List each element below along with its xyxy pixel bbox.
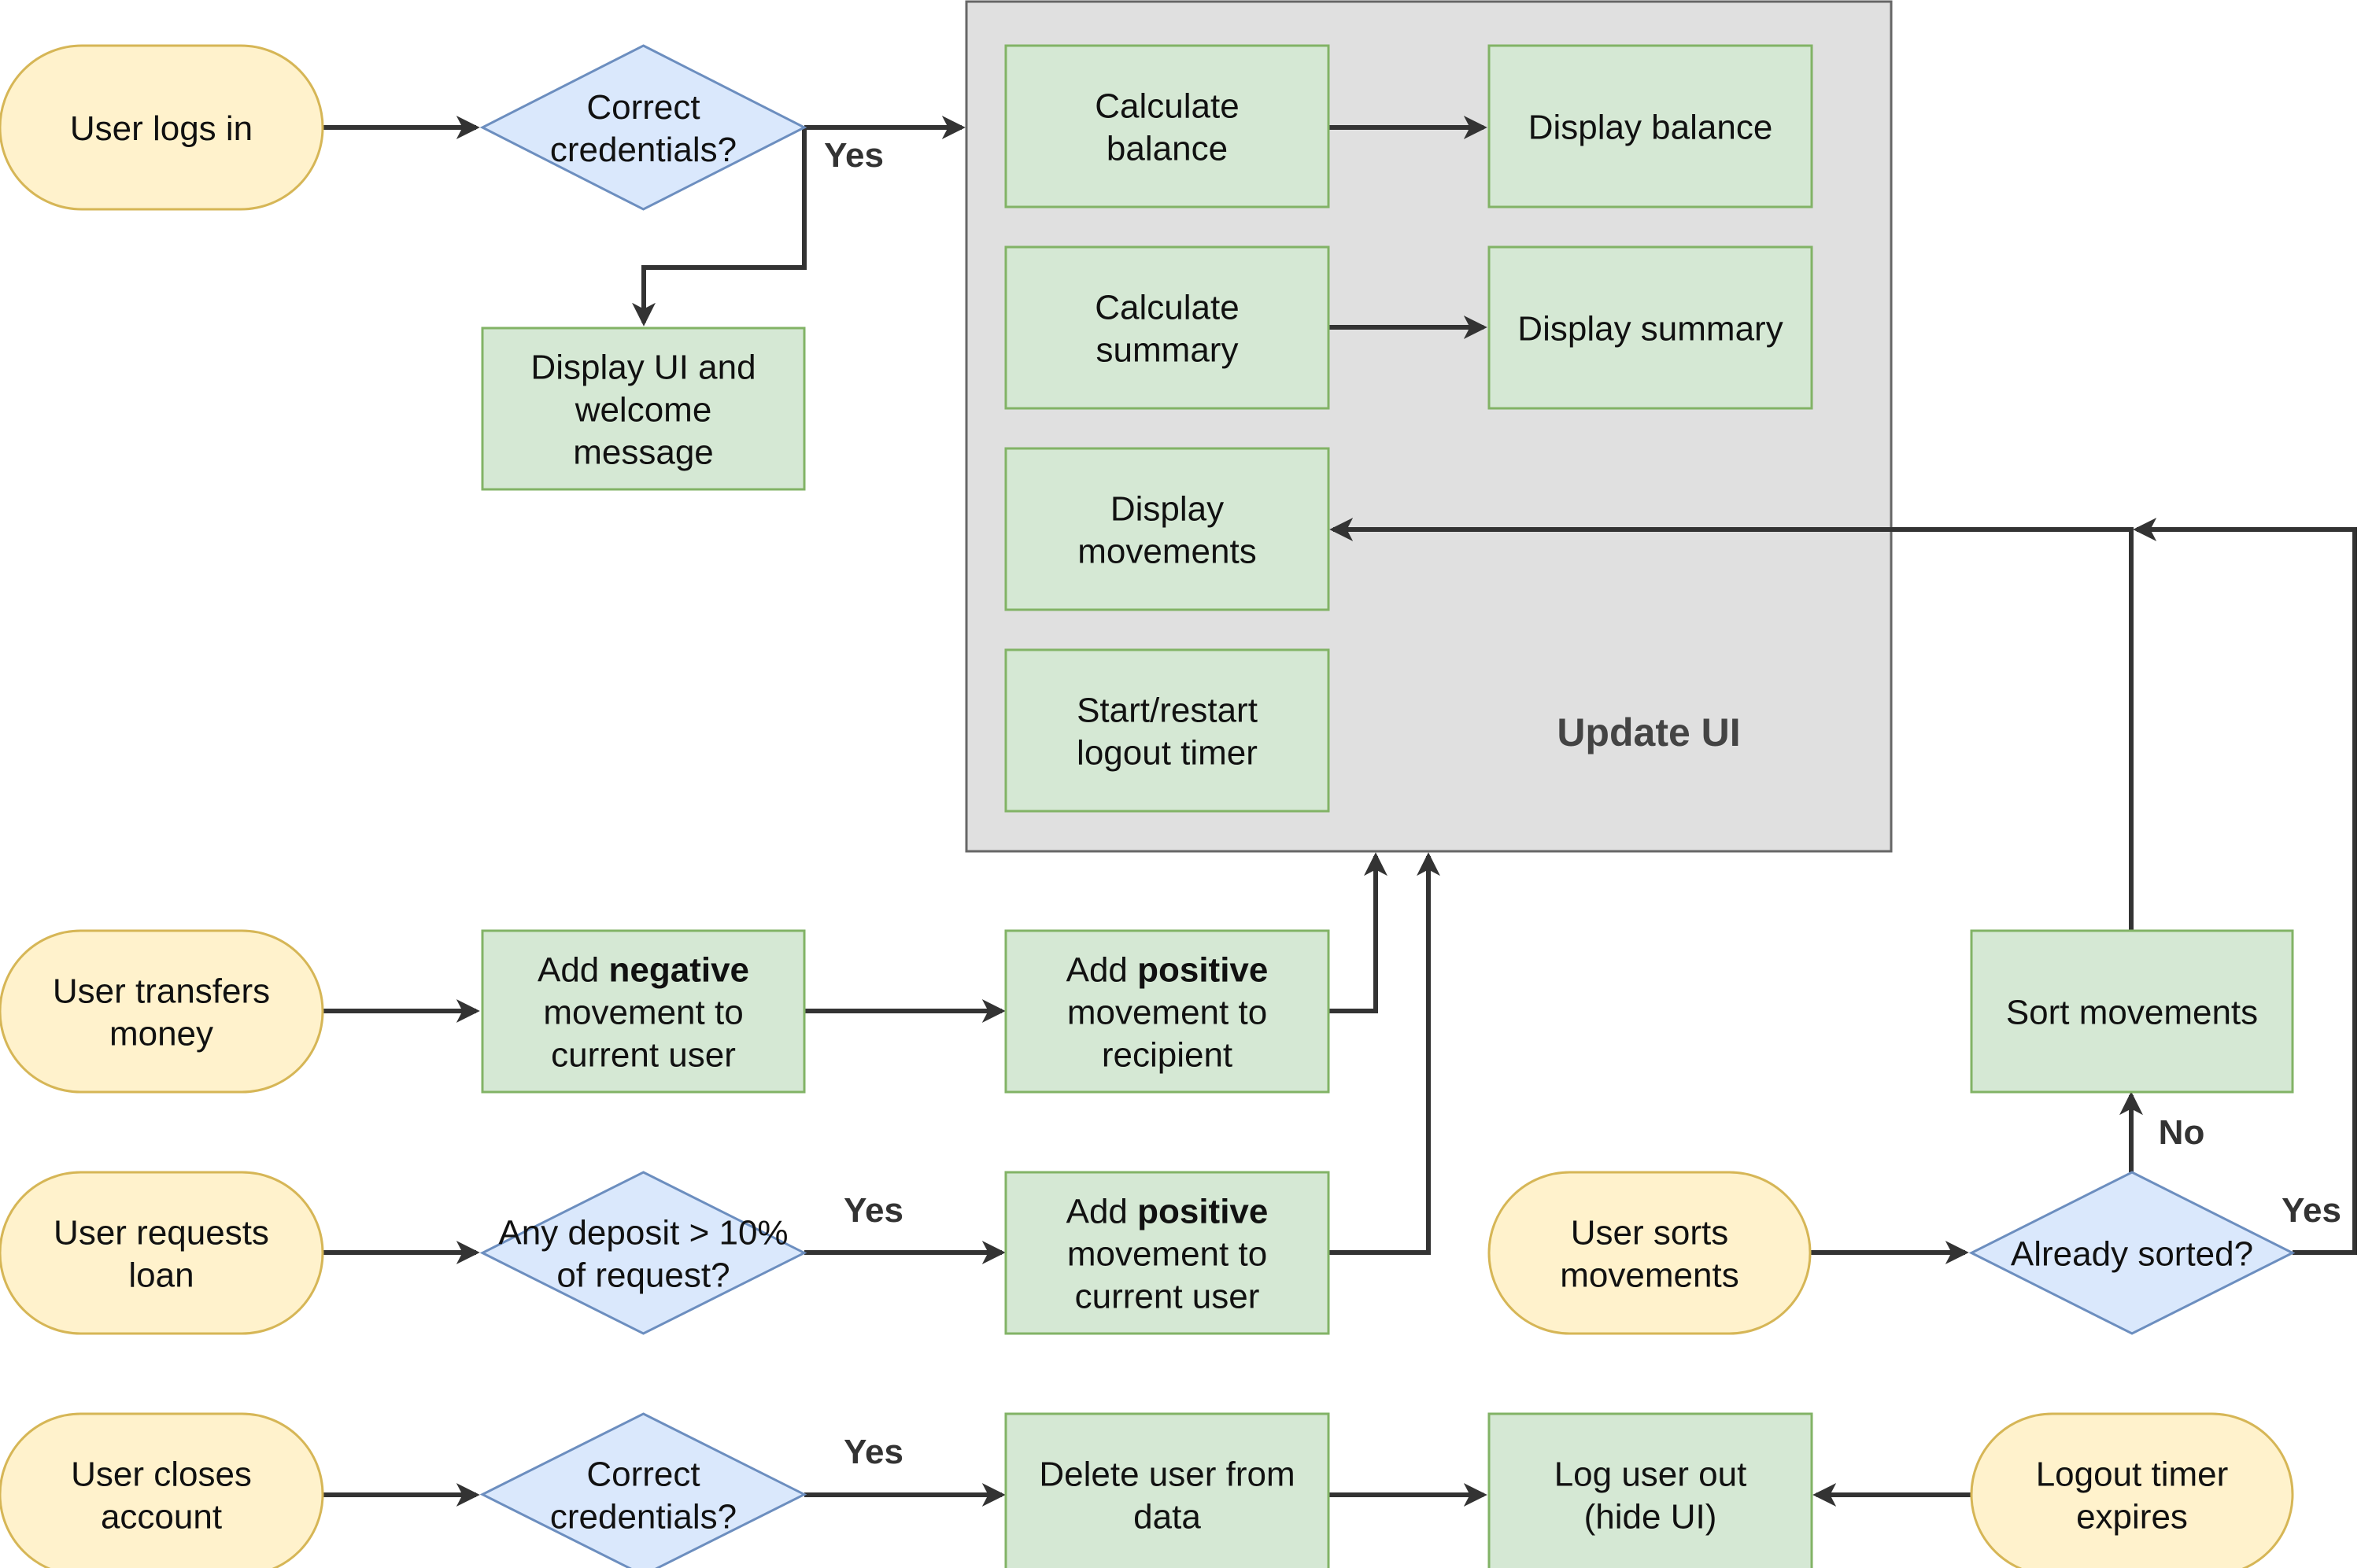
- already-sorted-label: Already sorted?: [2011, 1235, 2253, 1274]
- delete-user-shape: [1004, 1412, 1330, 1568]
- display-balance-label: Display balance: [1528, 109, 1773, 147]
- display-balance-shape: [1487, 44, 1813, 208]
- start-restart-timer-shape: [1004, 648, 1330, 813]
- edge-sort-to-display-movements: [1329, 518, 2134, 931]
- node-sort-movements: Sort movements: [1970, 929, 2294, 1094]
- add-positive-recipient-shape: [1004, 929, 1330, 1094]
- display-movements-shape: [1004, 447, 1330, 611]
- add-negative-movement-shape: [481, 929, 806, 1094]
- edge-recipient-to-update-ui: [1328, 852, 1387, 1013]
- log-user-out-shape: [1487, 1412, 1813, 1568]
- node-already-sorted: Already sorted?: [1968, 1171, 2296, 1335]
- display-summary-shape: [1487, 245, 1813, 410]
- user-logs-in-shape: [0, 44, 324, 211]
- calculate-summary-shape: [1004, 245, 1330, 410]
- node-display-balance: Display balance: [1487, 44, 1813, 208]
- user-sorts-movements-shape: [1487, 1171, 1812, 1335]
- edge-already-sorted-yes: [2133, 518, 2357, 1255]
- node-user-logs-in: User logs in: [0, 44, 324, 211]
- display-ui-welcome-shape: [481, 327, 806, 491]
- user-transfers-money-shape: [0, 929, 324, 1094]
- edge-credentials-to-welcome: [632, 127, 807, 327]
- log-user-out-label: Log user out(hide UI): [1554, 1455, 1747, 1537]
- update-ui-title: Update UI: [1557, 710, 1740, 754]
- sort-movements-label: Sort movements: [2006, 994, 2258, 1032]
- add-positive-current-shape: [1004, 1171, 1330, 1335]
- node-display-summary: Display summary: [1487, 245, 1813, 410]
- user-closes-account-shape: [0, 1412, 324, 1568]
- edge-label-close-yes: Yes: [844, 1433, 903, 1471]
- edges: [323, 116, 2357, 1507]
- correct-credentials-close-shape: [479, 1412, 807, 1568]
- correct-credentials-login-shape: [479, 44, 807, 211]
- any-deposit-label: Any deposit > 10%of request?: [498, 1214, 788, 1295]
- calculate-balance-shape: [1004, 44, 1330, 208]
- sort-movements-shape: [1970, 929, 2294, 1094]
- edge-label-login-yes: Yes: [824, 136, 884, 175]
- user-logs-in-label: User logs in: [70, 109, 253, 148]
- edge-label-sorted-yes: Yes: [2282, 1191, 2341, 1230]
- user-requests-loan-shape: [0, 1171, 324, 1335]
- display-summary-label: Display summary: [1517, 310, 1783, 349]
- node-log-user-out: Log user out(hide UI): [1487, 1412, 1813, 1568]
- edge-label-sorted-no: No: [2159, 1113, 2205, 1152]
- edge-current-to-update-ui: [1328, 852, 1440, 1255]
- edge-label-loan-yes: Yes: [844, 1191, 903, 1230]
- already-sorted-shape: [1968, 1171, 2296, 1335]
- node-any-deposit: Any deposit > 10%of request?: [479, 1171, 807, 1335]
- any-deposit-shape: [479, 1171, 807, 1335]
- logout-timer-expires-shape: [1970, 1412, 2294, 1568]
